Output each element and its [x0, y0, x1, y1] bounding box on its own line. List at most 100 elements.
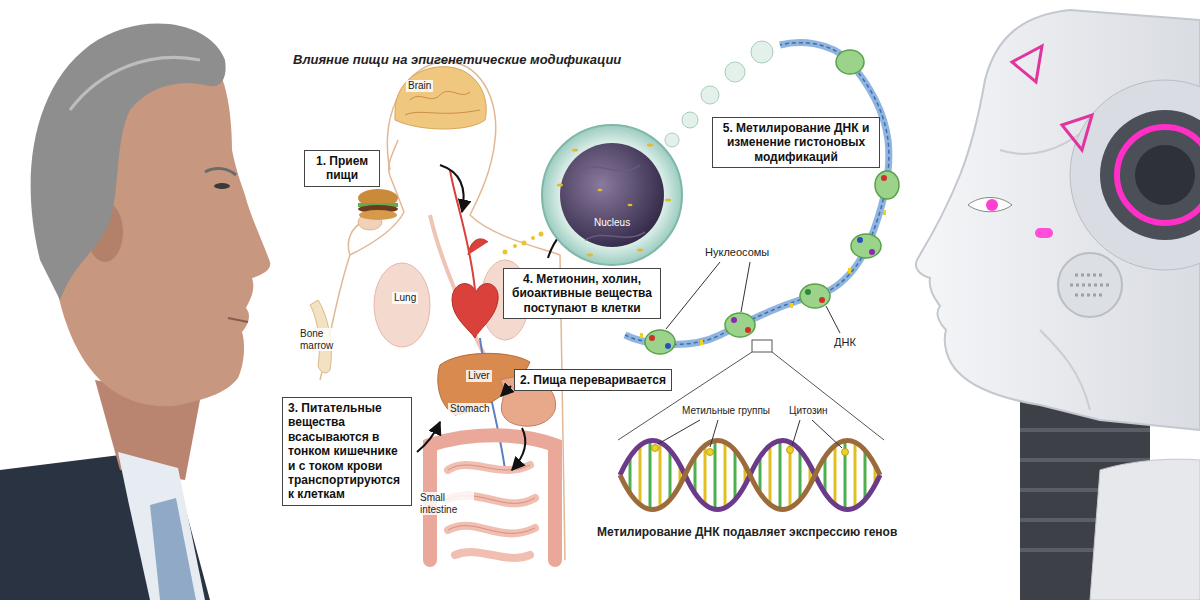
- chromatin-fibre: [800, 284, 830, 308]
- cell: [542, 125, 682, 265]
- anatomy-figure: [387, 62, 495, 215]
- cell: [647, 144, 653, 147]
- leader-line: [792, 420, 800, 446]
- part-label: Нуклеосомы: [703, 246, 771, 259]
- cell: [598, 189, 603, 191]
- chromatin-fibre: [665, 133, 679, 147]
- leader-line: [666, 262, 720, 329]
- chromatin-fibre: [731, 317, 737, 323]
- chromatin-fibre: [640, 210, 886, 345]
- anatomy-figure: [374, 263, 430, 347]
- robot-head: [1135, 145, 1195, 205]
- anatomy-figure: [405, 91, 480, 115]
- chromatin-fibre: [869, 249, 875, 255]
- robot-head: [1070, 80, 1200, 270]
- dna-helix: [707, 449, 714, 456]
- dna-helix: [620, 441, 880, 510]
- chromatin-fibre: [851, 234, 881, 258]
- dna-helix: [787, 447, 794, 454]
- chromatin-fibre: [805, 289, 811, 295]
- leader-line: [812, 420, 842, 448]
- process-step-box: 5. Метилирование ДНК и изменение гистоно…: [712, 117, 880, 168]
- part-label: Liver: [466, 370, 492, 382]
- cell: [542, 125, 682, 265]
- nutrient-dot: [503, 232, 544, 255]
- chromatin-fibre: [883, 210, 886, 215]
- cell: [557, 144, 671, 257]
- nutrient-dot: [513, 244, 517, 248]
- cell: [580, 165, 645, 240]
- robot-head: [986, 199, 998, 211]
- part-label: Nucleus: [594, 217, 630, 229]
- process-arrow: [512, 428, 525, 470]
- process-arrow: [501, 386, 511, 396]
- leader-line: [658, 420, 700, 444]
- robot-head: [1012, 46, 1042, 82]
- chromatin-fibre: [819, 297, 825, 303]
- nutrient-dot: [531, 236, 535, 240]
- man-portrait: [205, 168, 236, 175]
- chromatin-fibre: [625, 41, 899, 354]
- robot-head: [916, 10, 1200, 600]
- chromatin-fibre: [751, 41, 773, 63]
- anatomy-figure: [359, 210, 397, 220]
- man-portrait: [228, 318, 248, 322]
- dna-helix: [640, 442, 875, 508]
- step-text: 4. Метионин, холин, биоактивные вещества…: [509, 272, 655, 315]
- part-label: Метильные группы: [680, 405, 772, 417]
- robot-head: [968, 198, 1012, 212]
- dna-helix: [620, 441, 880, 510]
- man-portrait: [150, 498, 196, 600]
- man-portrait: [118, 452, 205, 600]
- robot-head: [1100, 110, 1200, 240]
- cell: [572, 149, 578, 152]
- chromatin-fibre: [881, 175, 887, 181]
- leader-line: [658, 262, 842, 448]
- chromatin-fibre: [745, 327, 751, 333]
- leader-line: [741, 262, 750, 312]
- process-step-box: 2. Пища переваривается: [514, 369, 672, 391]
- step-text: 3. Питательные вещества всасываются в то…: [288, 401, 406, 502]
- robot-head: [1062, 115, 1092, 150]
- chromatin-fibre: [625, 43, 889, 345]
- chromatin-fibre: [875, 171, 899, 199]
- cell: [560, 143, 664, 247]
- chromatin-fibre: [725, 313, 755, 337]
- leader-line: [826, 306, 840, 333]
- dna-helix: [652, 445, 849, 456]
- part-label: Bone marrow: [298, 328, 346, 351]
- man-portrait: [0, 24, 270, 600]
- chromatin-fibre: [649, 335, 655, 341]
- cell: [637, 249, 643, 252]
- cell: [665, 199, 671, 202]
- dna-helix: [620, 440, 880, 510]
- nutrient-dot: [503, 250, 508, 255]
- diagram-title: Влияние пищи на эпигенетические модифика…: [293, 52, 621, 67]
- part-label: ДНК: [832, 336, 858, 349]
- chromatin-fibre: [790, 303, 793, 308]
- chromatin-fibre: [645, 50, 899, 354]
- dna-helix: [652, 445, 659, 452]
- process-step-box: 1. Прием пищи: [304, 150, 380, 187]
- chromatin-fibre: [725, 62, 745, 82]
- man-portrait: [70, 57, 200, 110]
- zoom-lines: [618, 352, 884, 440]
- part-label: Stomach: [448, 403, 491, 415]
- nutrient-dot: [522, 241, 527, 246]
- dna-helix: [842, 449, 849, 456]
- step-text: 2. Пища переваривается: [520, 373, 666, 387]
- robot-head: [1035, 228, 1053, 238]
- chromatin-fibre: [649, 175, 887, 349]
- part-label: Lung: [392, 292, 418, 304]
- chromatin-fibre: [857, 237, 863, 243]
- process-step-box: 3. Питательные вещества всасываются в то…: [282, 397, 412, 506]
- anatomy-figure: [395, 67, 486, 129]
- robot-head: [1058, 253, 1122, 317]
- chromatin-fibre: [645, 330, 675, 354]
- robot-head: [1070, 275, 1110, 295]
- part-label: Brain: [406, 80, 433, 92]
- leader-line: [710, 420, 718, 447]
- zoom-lines: [752, 340, 772, 352]
